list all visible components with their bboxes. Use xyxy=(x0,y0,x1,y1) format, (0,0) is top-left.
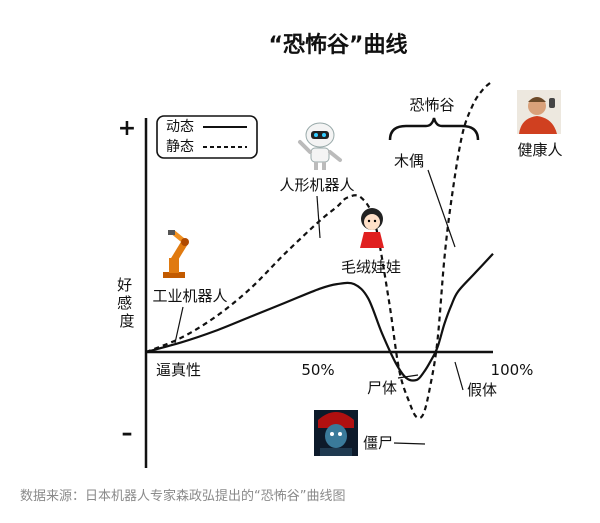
annotation-industrial-robot: 工业机器人 xyxy=(152,287,227,305)
annotation-corpse: 尸体 xyxy=(367,379,397,397)
x-tick-50: 50% xyxy=(301,361,334,379)
zombie-photo xyxy=(314,410,358,456)
pointer-corpse xyxy=(397,374,419,379)
pointer-humanoid-robot xyxy=(316,195,321,239)
curly-brace-icon xyxy=(388,117,480,141)
healthy-person-photo xyxy=(517,90,561,134)
y-tick-minus: – xyxy=(122,421,133,446)
y-axis-label-char-2: 感 xyxy=(117,294,132,312)
pointer-prosthetic xyxy=(454,361,464,391)
y-axis-label-char-1: 好 xyxy=(117,276,132,294)
chart-title: “恐怖谷”曲线 xyxy=(269,32,408,58)
x-axis-label: 逼真性 xyxy=(156,361,201,379)
pointer-industrial-robot xyxy=(174,306,184,344)
series-line-dynamic xyxy=(145,252,494,382)
plush-doll-icon xyxy=(360,208,384,248)
y-tick-plus: + xyxy=(118,116,136,141)
legend-label-static: 静态 xyxy=(166,139,194,155)
series-line-static xyxy=(145,79,494,420)
annotation-plush-doll: 毛绒娃娃 xyxy=(341,258,401,276)
legend-label-dynamic: 动态 xyxy=(166,119,194,135)
annotation-humanoid-robot: 人形机器人 xyxy=(279,176,354,194)
pointer-puppet xyxy=(427,169,456,248)
legend: 动态 静态 xyxy=(156,115,258,159)
industrial-robot-arm-icon xyxy=(163,230,189,278)
y-axis-label: 好 感 度 xyxy=(117,276,137,330)
humanoid-robot-icon xyxy=(298,122,342,170)
annotation-prosthetic: 假体 xyxy=(467,381,497,399)
x-tick-100: 100% xyxy=(491,361,534,379)
annotation-puppet: 木偶 xyxy=(394,152,424,170)
annotation-zombie: 僵尸 xyxy=(363,434,393,452)
annotation-healthy-person: 健康人 xyxy=(517,141,562,159)
annotation-uncanny-valley: 恐怖谷 xyxy=(409,96,454,114)
y-axis-label-char-3: 度 xyxy=(119,312,134,330)
source-note: 数据来源：日本机器人专家森政弘提出的“恐怖谷”曲线图 xyxy=(20,488,345,504)
pointer-zombie xyxy=(393,442,426,445)
